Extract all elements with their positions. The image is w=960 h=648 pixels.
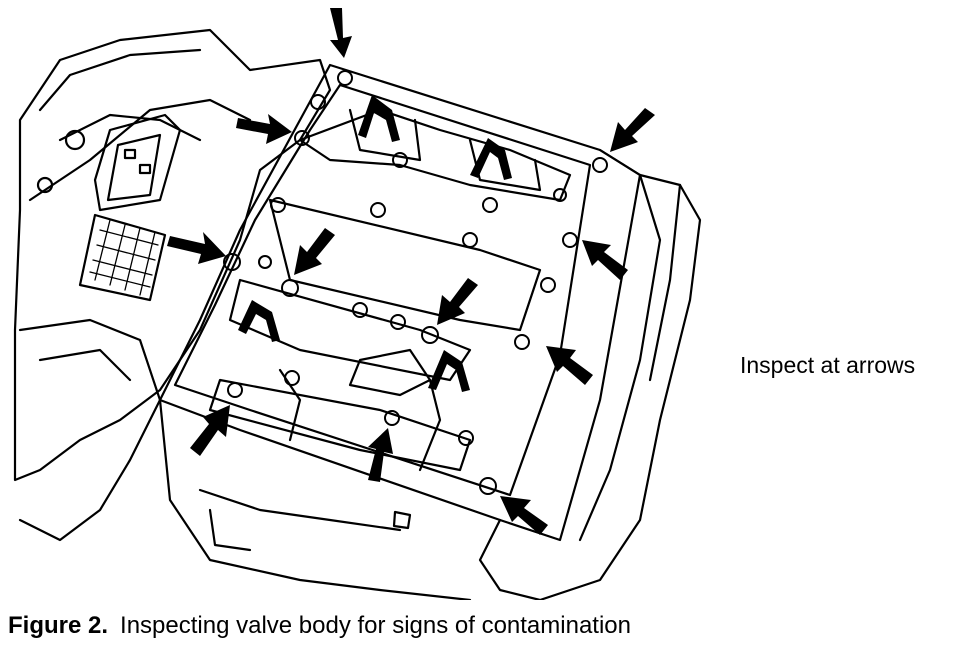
arrow-icon: [428, 350, 470, 392]
arrow-icon: [330, 8, 352, 58]
transmission-case-outline: [13, 28, 332, 482]
arrow-icon: [610, 108, 655, 152]
arrow-icon: [500, 496, 548, 535]
figure-number: Figure 2.: [8, 612, 109, 639]
callout-text: Inspect at arrows: [740, 352, 916, 378]
arrow-icon: [294, 228, 335, 275]
arrow-icon: [437, 278, 478, 325]
arrow-icon: [582, 240, 628, 280]
arrow-icon: [470, 138, 512, 180]
arrow-icon: [167, 232, 226, 264]
figure-caption: Figure 2. Inspecting valve body for signs…: [8, 612, 631, 640]
arrow-icon: [236, 114, 292, 144]
valve-body-illustration: [13, 8, 702, 600]
arrow-icon: [358, 95, 400, 142]
inspect-callout: Inspect at arrows: [740, 352, 915, 379]
inspection-arrows: [167, 8, 655, 535]
arrow-icon: [368, 428, 393, 482]
caption-text: Inspecting valve body for signs of conta…: [120, 612, 631, 639]
arrow-icon: [238, 300, 280, 342]
arrow-icon: [546, 346, 593, 385]
filter-screen: [78, 213, 167, 302]
electrical-connector: [93, 113, 182, 212]
arrow-icon: [190, 405, 230, 456]
transmission-case-right: [478, 148, 702, 600]
